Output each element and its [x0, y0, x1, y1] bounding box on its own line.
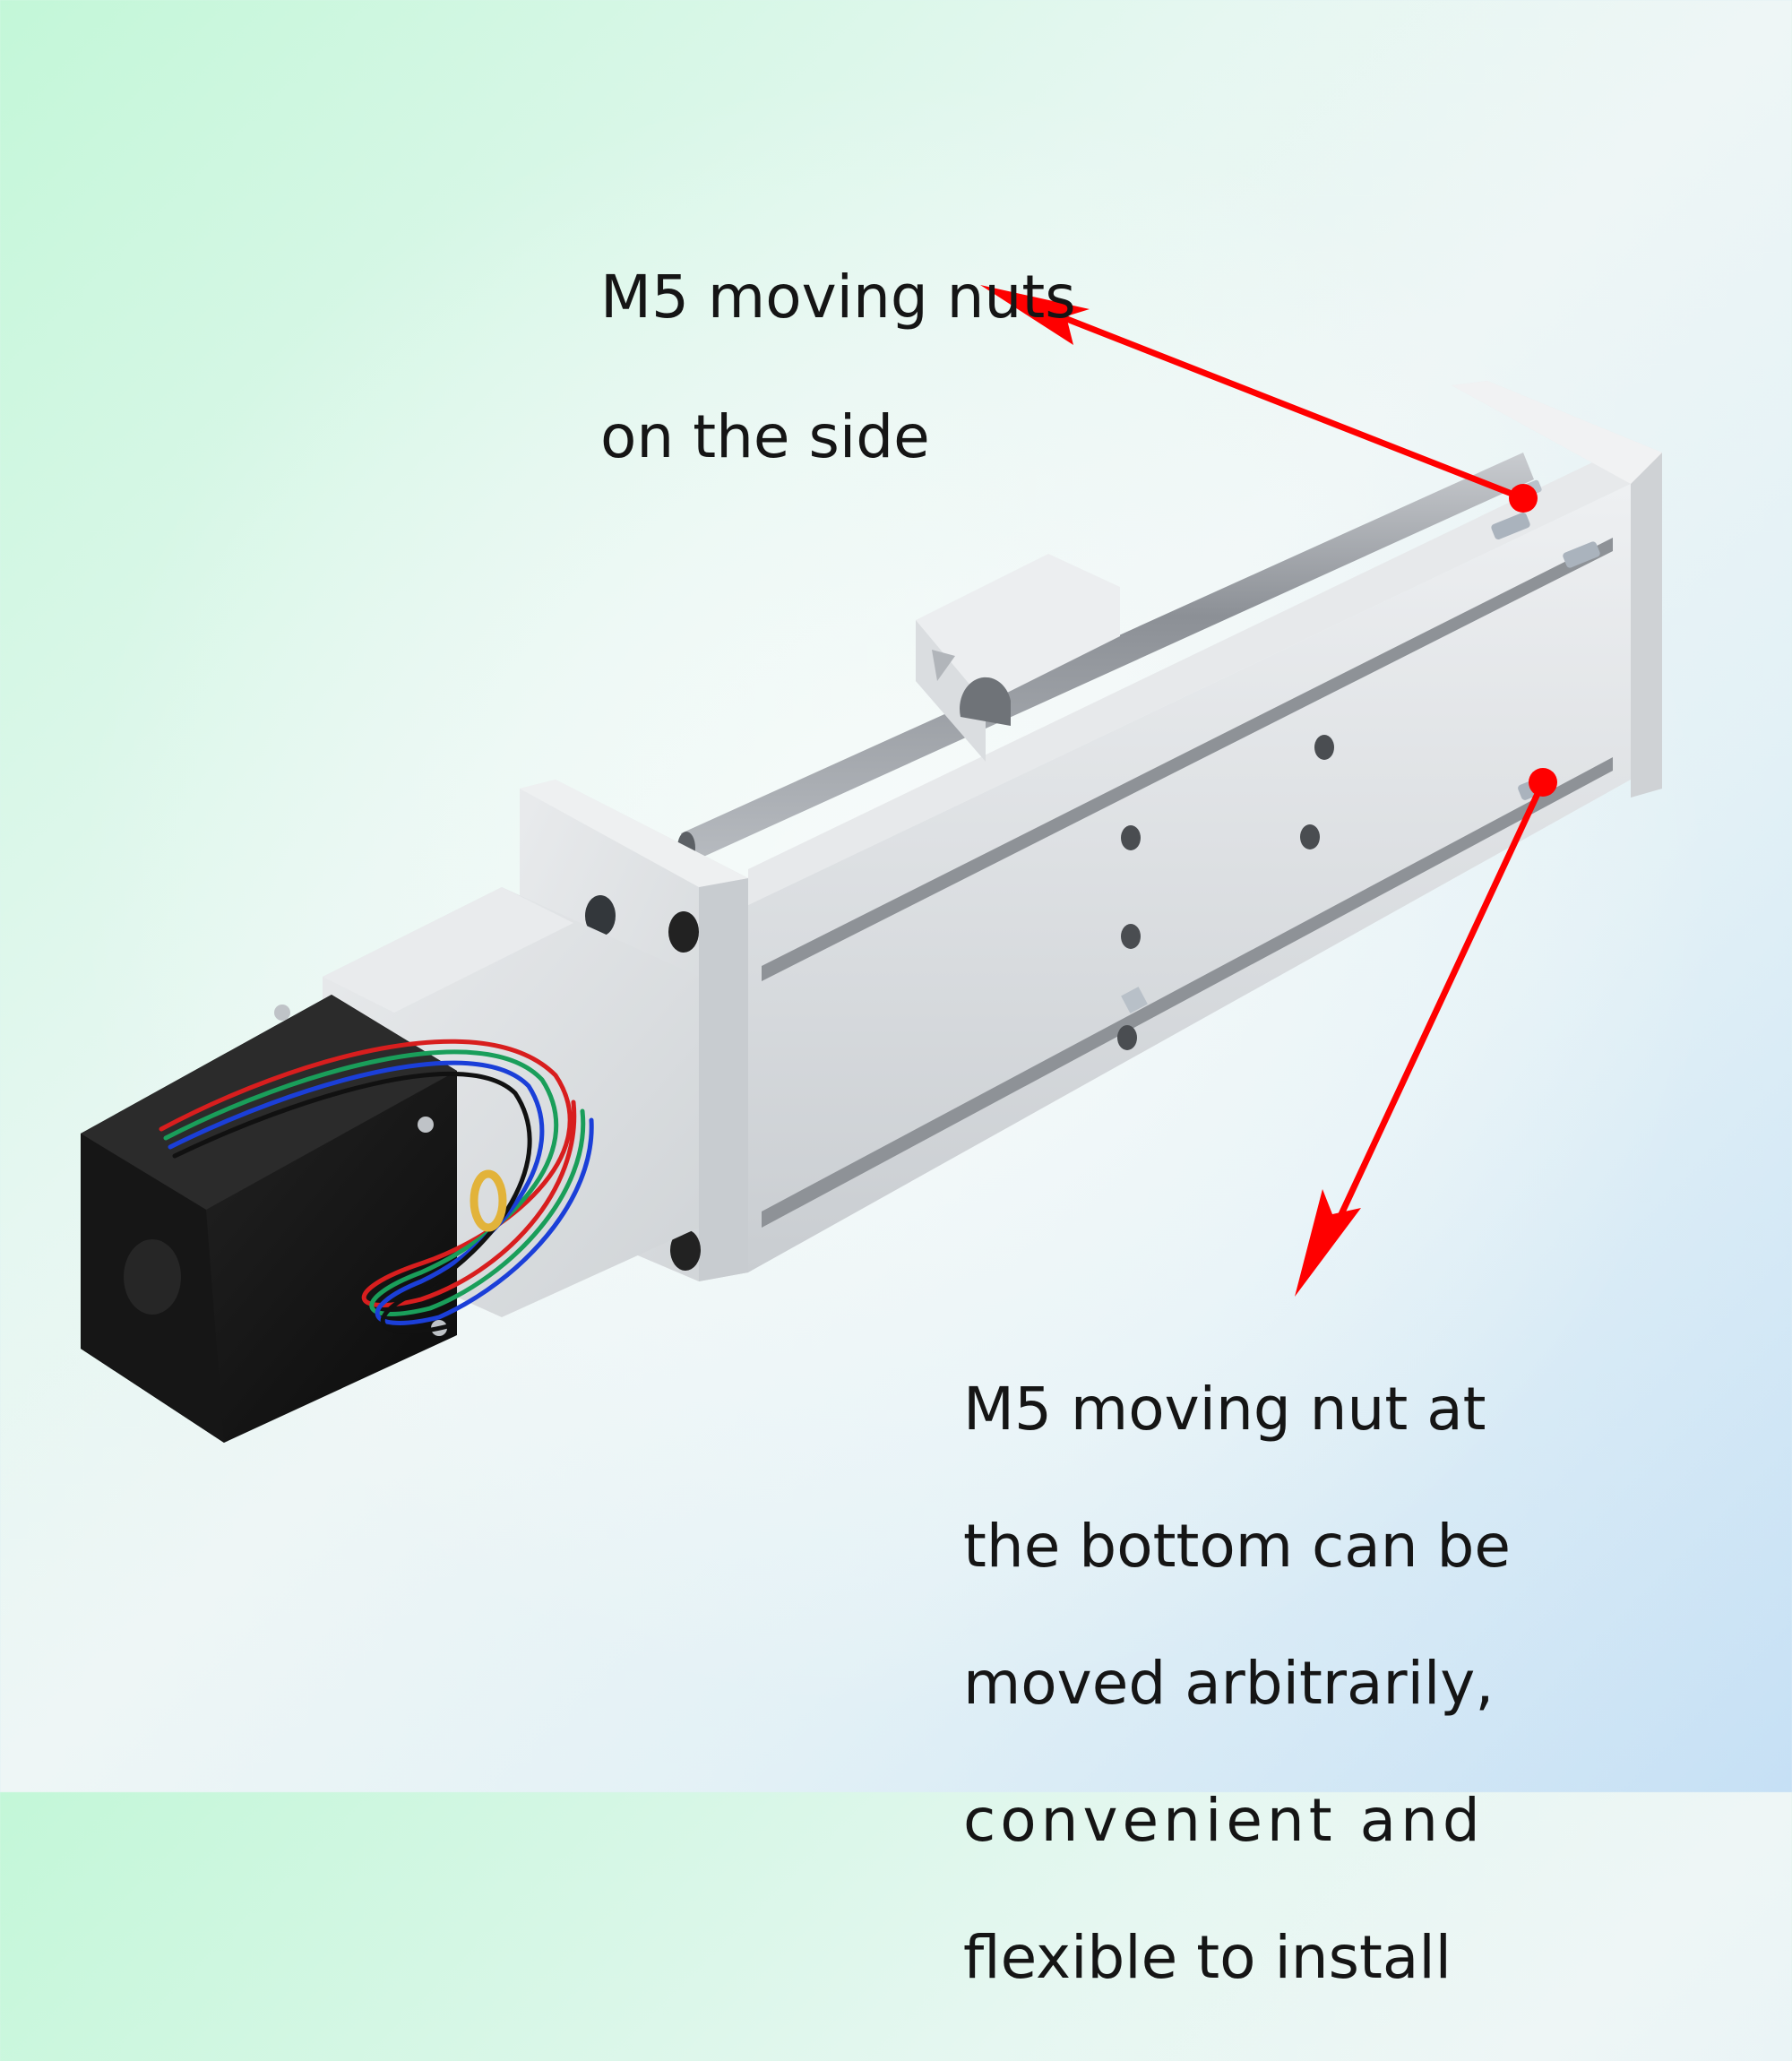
target-dot-icon	[1509, 484, 1538, 513]
callout-text-side-nuts: M5 moving nuts on the side	[600, 193, 1076, 541]
callout-line: moved arbitrarily,	[963, 1648, 1495, 1718]
arrowhead-icon	[980, 285, 1090, 345]
mount-hole	[1121, 924, 1141, 949]
callout-line: on the side	[600, 401, 930, 471]
callout-text-bottom-nut: M5 moving nut at the bottom can be moved…	[963, 1306, 1511, 2061]
arrowhead-icon	[1295, 1189, 1361, 1297]
target-dot-icon	[1529, 768, 1557, 797]
bolt-hole	[585, 895, 616, 936]
callout-arrow-top	[980, 285, 1538, 513]
mount-hole	[1300, 824, 1320, 849]
callout-line: M5 moving nuts	[600, 262, 1076, 332]
callout-line: the bottom can be	[963, 1511, 1512, 1581]
callout-line: convenient and	[963, 1785, 1485, 1855]
stepper-motor	[81, 995, 457, 1443]
motor-screw	[274, 1005, 290, 1021]
side-t-nut	[1563, 541, 1600, 568]
callout-line: flexible to install	[963, 1922, 1452, 1992]
mount-hole	[1121, 825, 1141, 850]
carriage-block	[916, 554, 1120, 762]
motor-screw	[418, 1117, 434, 1133]
callout-arrow-bottom	[1295, 768, 1557, 1297]
motor-shaft-boss	[124, 1239, 181, 1315]
t-slot-lower	[762, 757, 1613, 1228]
motor-wires	[159, 1039, 594, 1334]
bolt-hole	[668, 911, 699, 953]
callout-line: M5 moving nut at	[963, 1374, 1486, 1444]
t-nut	[1121, 987, 1148, 1013]
side-t-nut	[1491, 512, 1530, 540]
rail-extrusion	[748, 453, 1631, 1272]
right-end-plate	[1452, 381, 1662, 800]
mount-hole	[1117, 1025, 1137, 1050]
bolt-hole	[670, 1229, 701, 1271]
mount-hole	[1314, 735, 1334, 760]
product-illustration	[81, 285, 1662, 1443]
wire-tie	[470, 1169, 507, 1232]
t-slot-upper	[762, 538, 1613, 981]
